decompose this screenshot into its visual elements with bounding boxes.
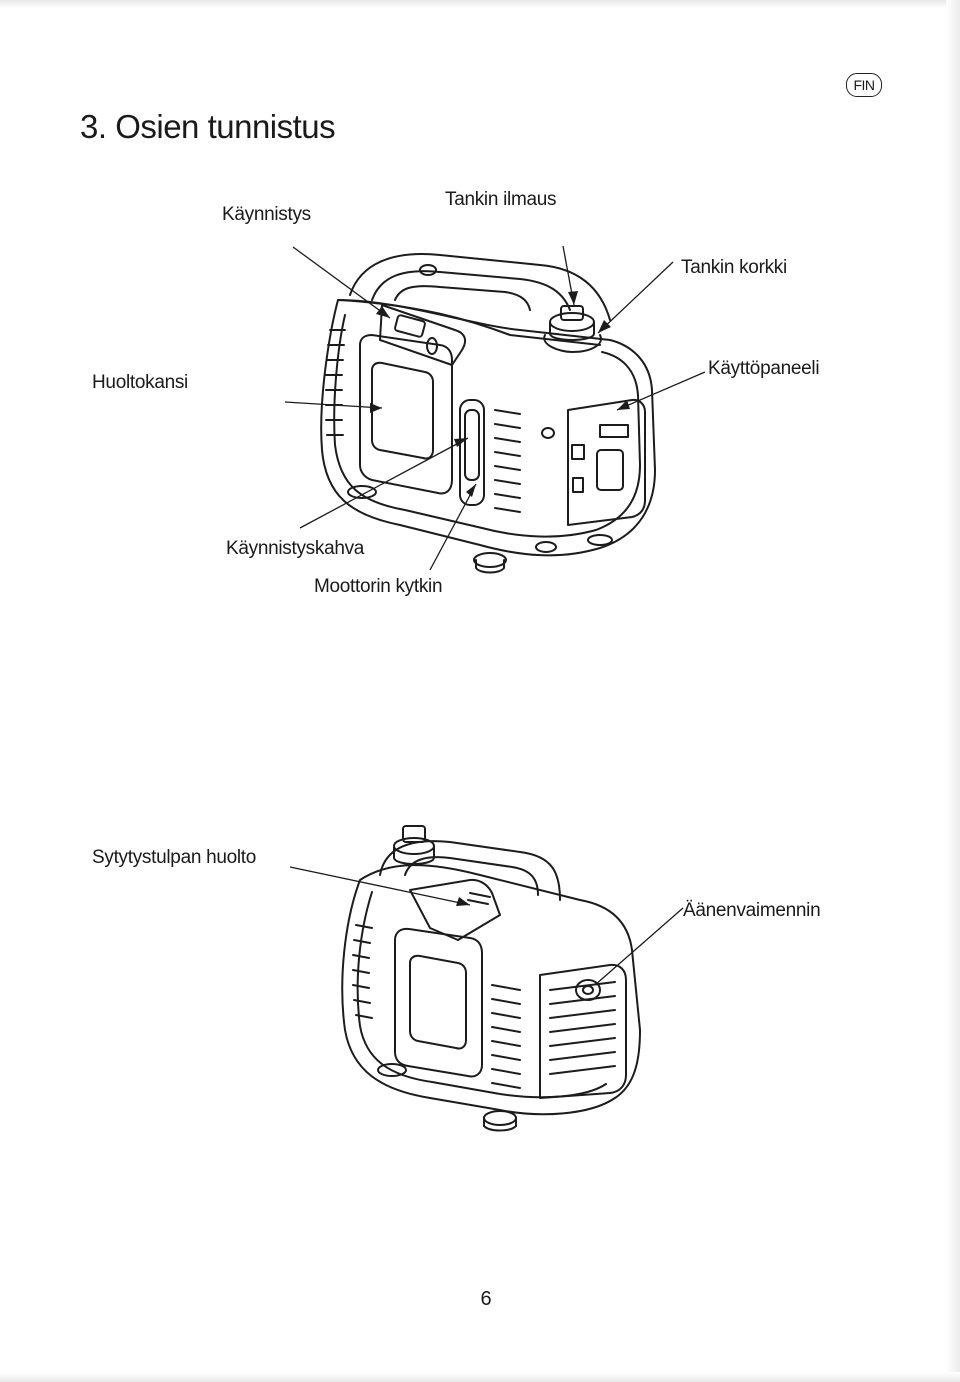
- page-edge: [946, 0, 960, 1382]
- page-edge: [0, 1372, 960, 1382]
- label-engine-switch: Moottorin kytkin: [314, 576, 443, 597]
- label-maintenance-cover: Huoltokansi: [92, 372, 188, 393]
- label-tank-vent: Tankin ilmaus: [445, 189, 557, 210]
- page-edge: [0, 0, 960, 8]
- label-tank-cap: Tankin korkki: [681, 257, 787, 278]
- label-start-handle: Käynnistyskahva: [226, 538, 365, 559]
- page-title: 3. Osien tunnistus: [80, 108, 336, 146]
- label-control-panel: Käyttöpaneeli: [708, 358, 820, 379]
- page-number: 6: [480, 1288, 492, 1310]
- label-muffler: Äänenvaimennin: [683, 900, 821, 921]
- language-badge: FIN: [846, 73, 882, 97]
- label-start: Käynnistys: [222, 204, 311, 225]
- label-spark-plug-service: Sytytystulpan huolto: [92, 847, 257, 868]
